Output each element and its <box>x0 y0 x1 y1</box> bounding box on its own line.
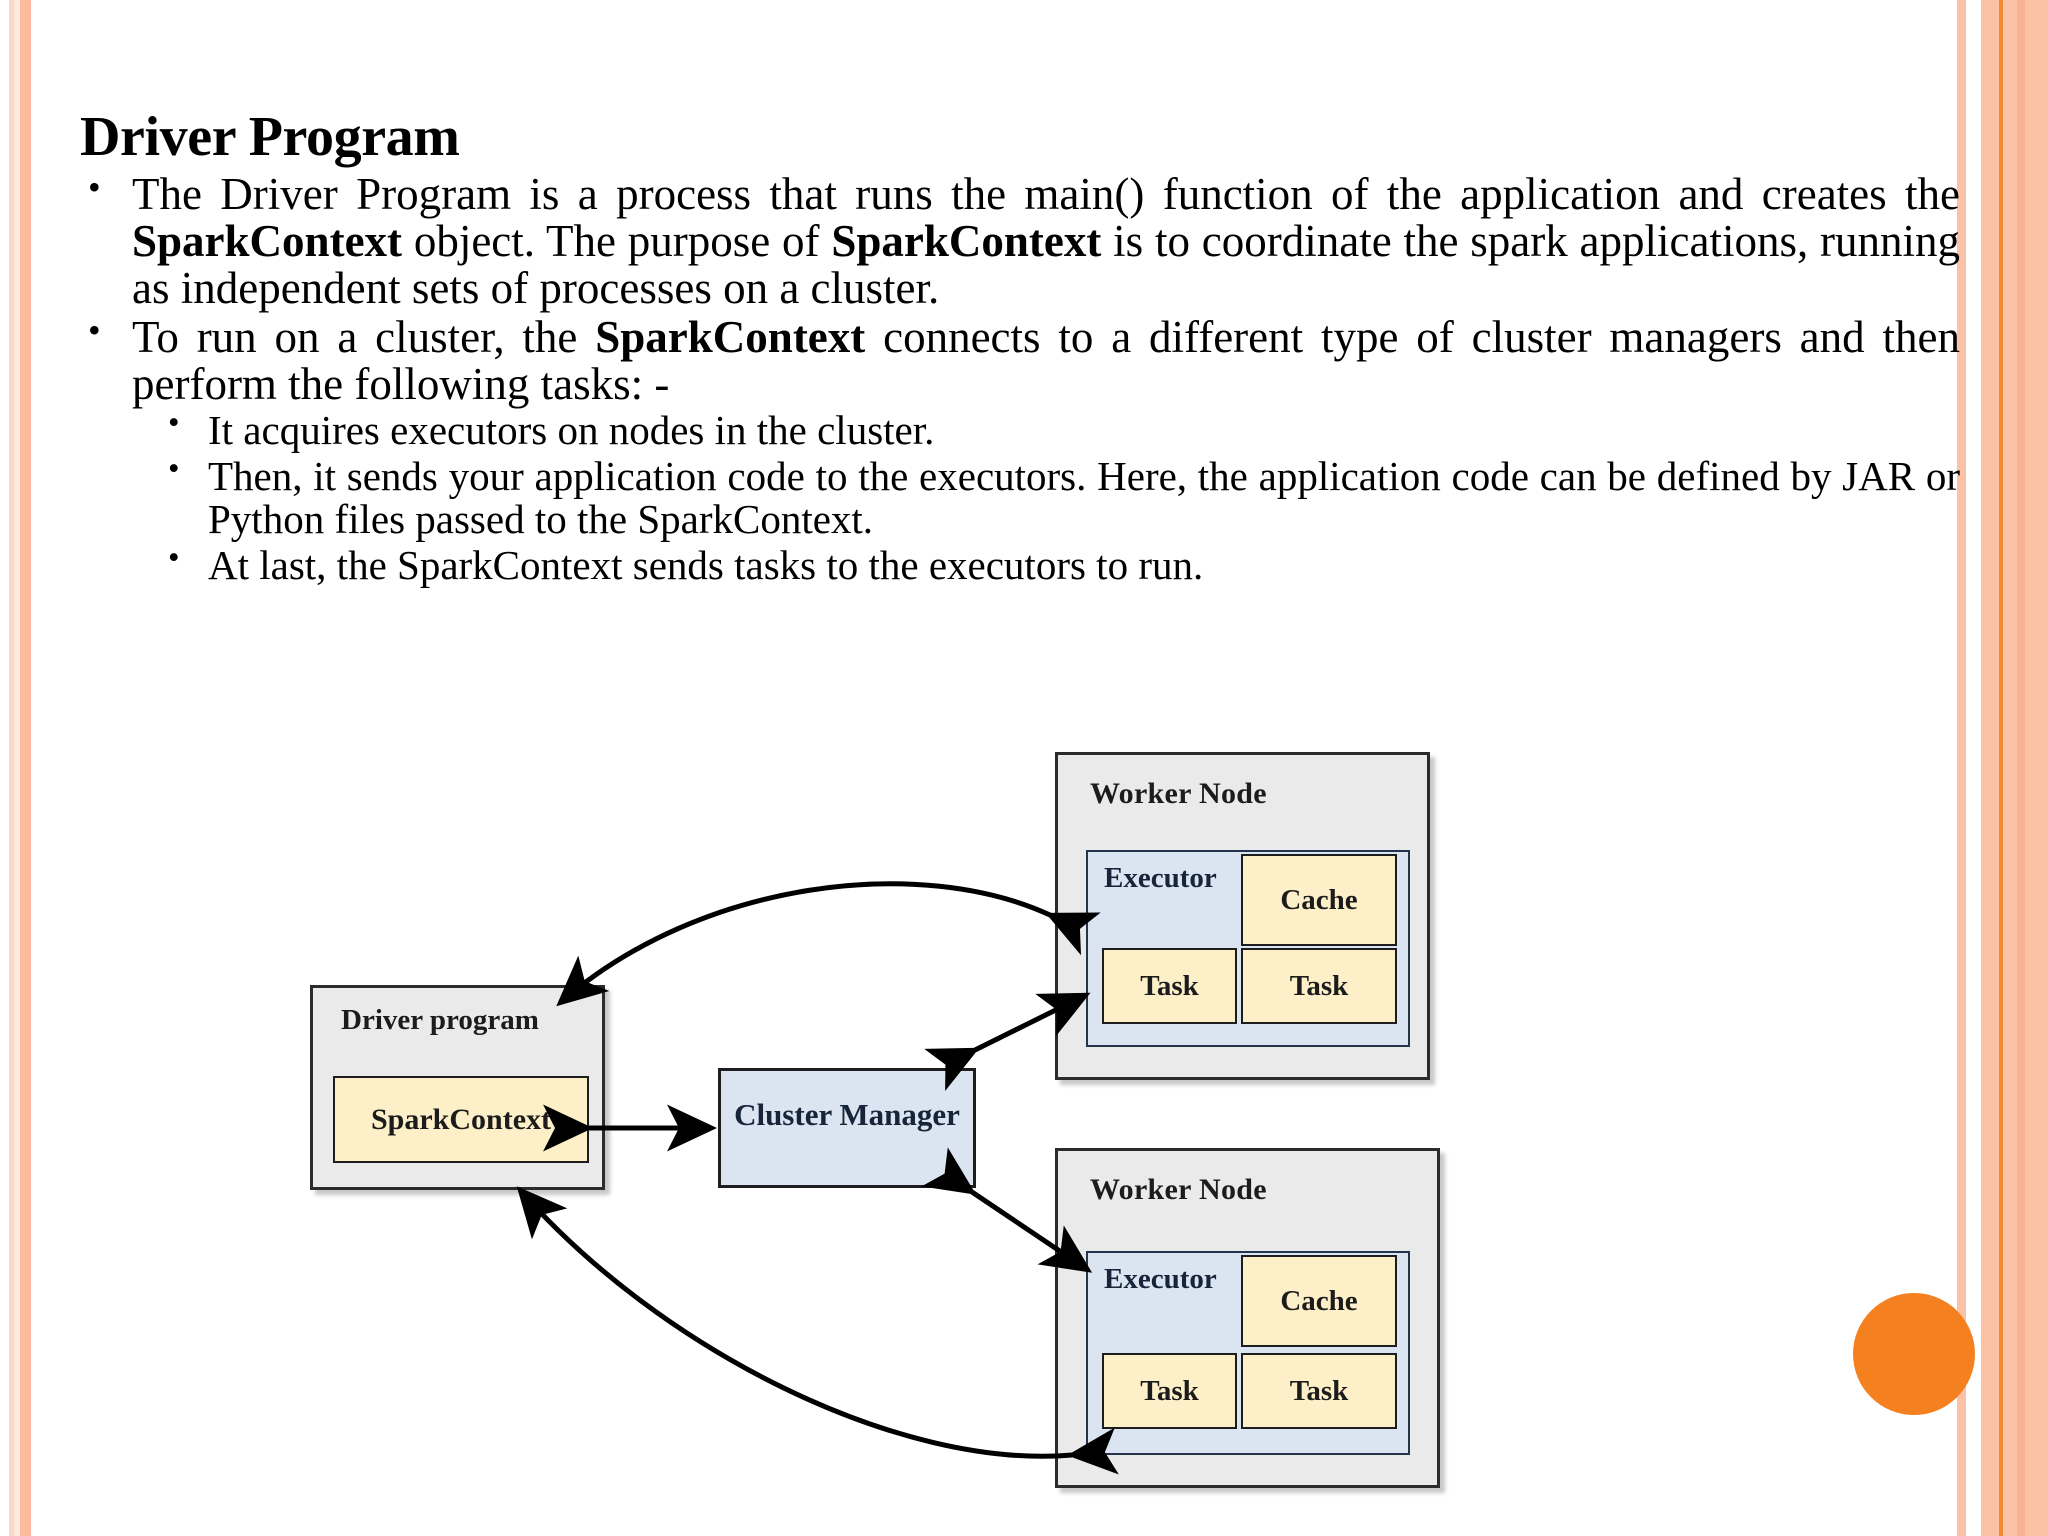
bullet-text: To run on a cluster, the SparkContext co… <box>132 311 1960 409</box>
task-box-1a: Task <box>1102 948 1237 1024</box>
right-border-accent-line <box>1999 0 2003 1536</box>
bullet-list-level-2: It acquires executors on nodes in the cl… <box>80 406 1960 588</box>
bullet-text: The Driver Program is a process that run… <box>132 169 1960 313</box>
right-border-stripe-2 <box>1966 0 1981 1536</box>
emphasis-term: SparkContext <box>595 311 866 362</box>
bullet-item: To run on a cluster, the SparkContext co… <box>80 311 1960 409</box>
right-border-stripe-1 <box>1957 0 1966 1536</box>
right-border-stripe-7 <box>2025 0 2048 1536</box>
bullet-text: It acquires executors on nodes in the cl… <box>208 407 935 454</box>
emphasis-term: SparkContext <box>831 216 1102 267</box>
right-border-stripe-3 <box>1981 0 1999 1536</box>
task-box-2a: Task <box>1102 1353 1237 1429</box>
sub-bullet-item: At last, the SparkContext sends tasks to… <box>160 541 1960 588</box>
arrow-worker2-to-driver <box>516 1186 1119 1475</box>
bullet-list-level-1: The Driver Program is a process that run… <box>80 169 1960 588</box>
page-title: Driver Program <box>80 106 460 168</box>
emphasis-term: SparkContext <box>132 216 403 267</box>
arrow-worker1-to-driver <box>556 881 1101 1007</box>
right-border-stripe-6 <box>2017 0 2025 1536</box>
task-box-2b: Task <box>1241 1353 1397 1429</box>
sub-bullet-item: It acquires executors on nodes in the cl… <box>160 406 1960 454</box>
bullet-item: The Driver Program is a process that run… <box>80 169 1960 313</box>
cache-box-2: Cache <box>1241 1255 1397 1347</box>
sparkcontext-box: SparkContext <box>333 1076 589 1163</box>
executor-label-2: Executor <box>1104 1263 1217 1295</box>
slide-content: Driver Program The Driver Program is a p… <box>80 106 1960 588</box>
worker-node-title-1: Worker Node <box>1090 777 1267 810</box>
executor-box-1: Executor Cache Task Task <box>1086 850 1410 1047</box>
cache-box-1: Cache <box>1241 854 1397 946</box>
cluster-manager-box: Cluster Manager <box>718 1068 976 1188</box>
worker-node-box-2: Worker Node Executor Cache Task Task <box>1055 1148 1440 1488</box>
task-box-1b: Task <box>1241 948 1397 1024</box>
bullet-text: Then, it sends your application code to … <box>208 452 1960 543</box>
driver-program-box: Driver program SparkContext <box>310 985 605 1190</box>
sub-bullet-item: Then, it sends your application code to … <box>160 452 1960 543</box>
right-border-stripe-5 <box>2003 0 2017 1536</box>
worker-node-box-1: Worker Node Executor Cache Task Task <box>1055 752 1430 1080</box>
executor-label-1: Executor <box>1104 862 1217 894</box>
left-border-stripe-2 <box>14 0 20 1536</box>
bullet-text: At last, the SparkContext sends tasks to… <box>208 541 1204 588</box>
driver-program-title: Driver program <box>341 1004 539 1036</box>
worker-node-title-2: Worker Node <box>1090 1173 1267 1206</box>
left-border-stripe-1 <box>9 0 14 1536</box>
executor-box-2: Executor Cache Task Task <box>1086 1251 1410 1455</box>
left-border-stripe-3 <box>20 0 31 1536</box>
orange-circle-decoration <box>1853 1293 1975 1415</box>
